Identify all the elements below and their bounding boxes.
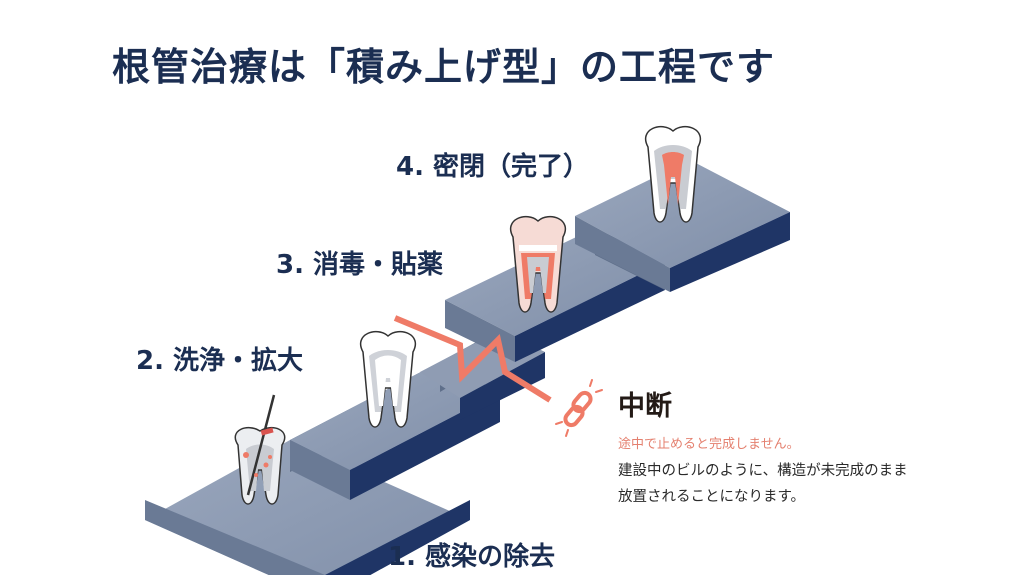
interruption-title: 中断	[618, 391, 672, 422]
description-line-1: 建設中のビルのように、構造が未完成のまま	[618, 463, 908, 479]
step-1-block	[145, 440, 470, 575]
step-label-2: 2. 洗浄・拡大	[136, 346, 304, 376]
interruption-warning: 途中で止めると完成しません。	[618, 437, 800, 452]
step-label-4: 4. 密閉（完了）	[396, 152, 590, 182]
sealed-tooth-icon	[645, 126, 701, 223]
interruption-description: 建設中のビルのように、構造が未完成のまま 放置されることになります。	[618, 458, 908, 510]
page-title: 根管治療は「積み上げ型」の工程です	[112, 45, 776, 89]
tooth-with-file-icon	[234, 394, 286, 505]
step-label-1: 1. 感染の除去	[388, 542, 556, 572]
medicated-tooth-icon	[510, 216, 566, 313]
step-label-3: 3. 消毒・貼薬	[276, 250, 444, 280]
description-line-2: 放置されることになります。	[618, 489, 806, 505]
clean-tooth-icon	[360, 331, 416, 428]
broken-link-icon	[555, 379, 603, 437]
interruption-line	[393, 315, 552, 403]
